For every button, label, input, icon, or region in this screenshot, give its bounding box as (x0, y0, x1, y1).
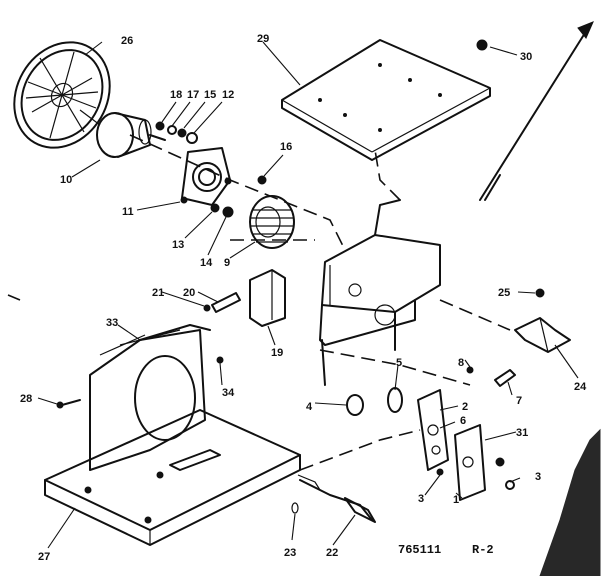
front-grille-frame (56, 324, 224, 471)
fan-wheel (13, 41, 111, 149)
leader-lines (37, 41, 579, 549)
callout-9: 9 (224, 257, 230, 269)
callout-27: 27 (38, 551, 50, 563)
callout-17: 17 (187, 89, 199, 101)
callout-31: 31 (516, 427, 528, 439)
callout-7: 7 (516, 395, 522, 407)
callout-10: 10 (60, 174, 72, 186)
callout-8: 8 (458, 357, 464, 369)
callout-14: 14 (200, 257, 213, 269)
air-filter (249, 269, 286, 327)
nut-16 (257, 175, 267, 185)
control-assembly (346, 366, 516, 501)
callout-1: 1 (453, 494, 459, 506)
callout-12: 12 (222, 89, 234, 101)
blower-wheel (249, 195, 295, 249)
callout-6: 6 (460, 415, 466, 427)
callout-4: 4 (306, 401, 313, 413)
callout-3: 3 (418, 493, 424, 505)
top-cover-panel (281, 39, 491, 161)
direction-arrows (479, 21, 594, 201)
scroll-housing (319, 199, 441, 386)
callout-19: 19 (271, 347, 283, 359)
base-pan (44, 409, 301, 546)
screw-30 (476, 39, 488, 51)
mounting-bracket (514, 317, 571, 353)
assembly-lines (7, 134, 511, 471)
callout-20: 20 (183, 287, 195, 299)
fan-motor (79, 109, 166, 158)
scan-edge-mark (539, 428, 601, 576)
callout-34: 34 (222, 387, 235, 399)
callouts: 26 29 30 18 17 15 12 10 16 11 13 14 9 21… (20, 33, 587, 563)
nut-13 (210, 203, 220, 213)
power-cord (291, 474, 376, 523)
callout-33: 33 (106, 317, 118, 329)
callout-29: 29 (257, 33, 269, 45)
callout-23: 23 (284, 547, 296, 559)
callout-28: 28 (20, 393, 32, 405)
callout-16: 16 (280, 141, 292, 153)
nut-14 (222, 206, 234, 218)
callout-18: 18 (170, 89, 182, 101)
callout-30: 30 (520, 51, 532, 63)
callout-21: 21 (152, 287, 164, 299)
callout-24: 24 (574, 381, 587, 393)
callout-11: 11 (122, 206, 134, 218)
drawing-code: 765111 (398, 543, 441, 557)
callout-22: 22 (326, 547, 338, 559)
callout-15: 15 (204, 89, 216, 101)
rod-assembly (203, 292, 241, 313)
callout-2: 2 (462, 401, 468, 413)
callout-25: 25 (498, 287, 510, 299)
sheet-number: R-2 (472, 543, 494, 557)
screw-25 (535, 288, 545, 298)
motor-fasteners (155, 121, 198, 144)
callout-3-right: 3 (535, 471, 541, 483)
callout-5: 5 (396, 357, 402, 369)
callout-26: 26 (121, 35, 133, 47)
callout-13: 13 (172, 239, 184, 251)
motor-mount-plate (180, 147, 232, 206)
